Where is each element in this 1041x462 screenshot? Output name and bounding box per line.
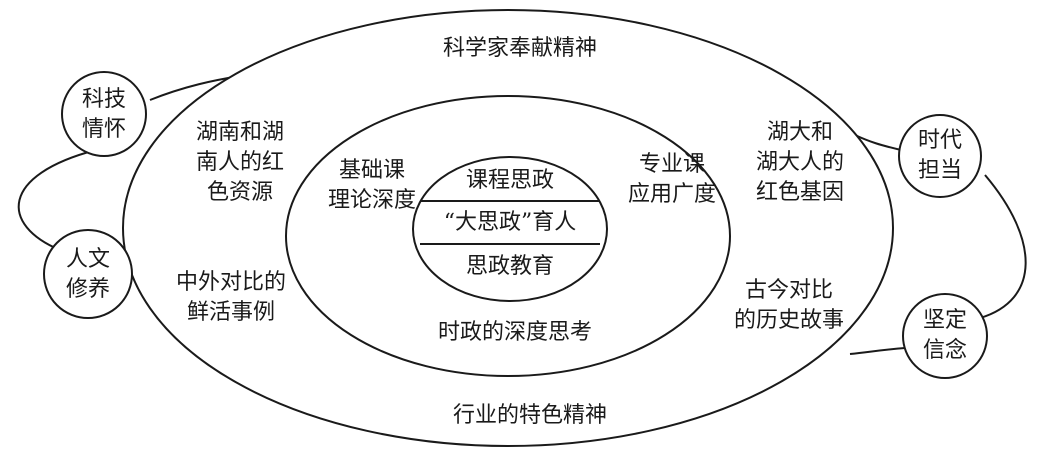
outer-upper-right-label: 湖大和 湖大人的 红色基因 — [755, 120, 844, 205]
core-bottom-label: 思政教育 — [465, 254, 554, 279]
outer-lower-right-label: 古今对比 的历史故事 — [733, 278, 844, 333]
middle-left-label: 基础课 理论深度 — [327, 158, 416, 213]
middle-ellipse — [285, 95, 731, 377]
link-jianding — [849, 347, 906, 355]
core-top-label: 课程思政 — [465, 168, 554, 193]
outer-ellipse — [122, 9, 894, 447]
core-middle-label: “大思政”育人 — [443, 210, 577, 235]
outer-bottom-label: 行业的特色精神 — [452, 403, 607, 428]
node-renwen-label: 人文 修养 — [65, 247, 110, 302]
inner-ellipse — [412, 156, 608, 302]
circle-renwen — [43, 229, 133, 319]
middle-right-label: 专业课 应用广度 — [627, 152, 716, 207]
right-connector-arc — [979, 174, 1027, 319]
circle-keji — [61, 71, 147, 157]
node-jianding-label: 坚定 信念 — [922, 308, 967, 363]
left-connector-arc — [17, 149, 97, 251]
node-shidai-label: 时代 担当 — [917, 128, 962, 183]
node-keji-label: 科技 情怀 — [81, 87, 126, 142]
middle-bottom-label: 时政的深度思考 — [437, 320, 592, 345]
circle-shidai — [898, 114, 982, 198]
outer-upper-left-label: 湖南和湖 南人的红 色资源 — [195, 120, 284, 205]
outer-lower-left-label: 中外对比的 鲜活事例 — [175, 270, 286, 325]
circle-jianding — [902, 293, 988, 379]
outer-top-label: 科学家奉献精神 — [442, 36, 597, 61]
